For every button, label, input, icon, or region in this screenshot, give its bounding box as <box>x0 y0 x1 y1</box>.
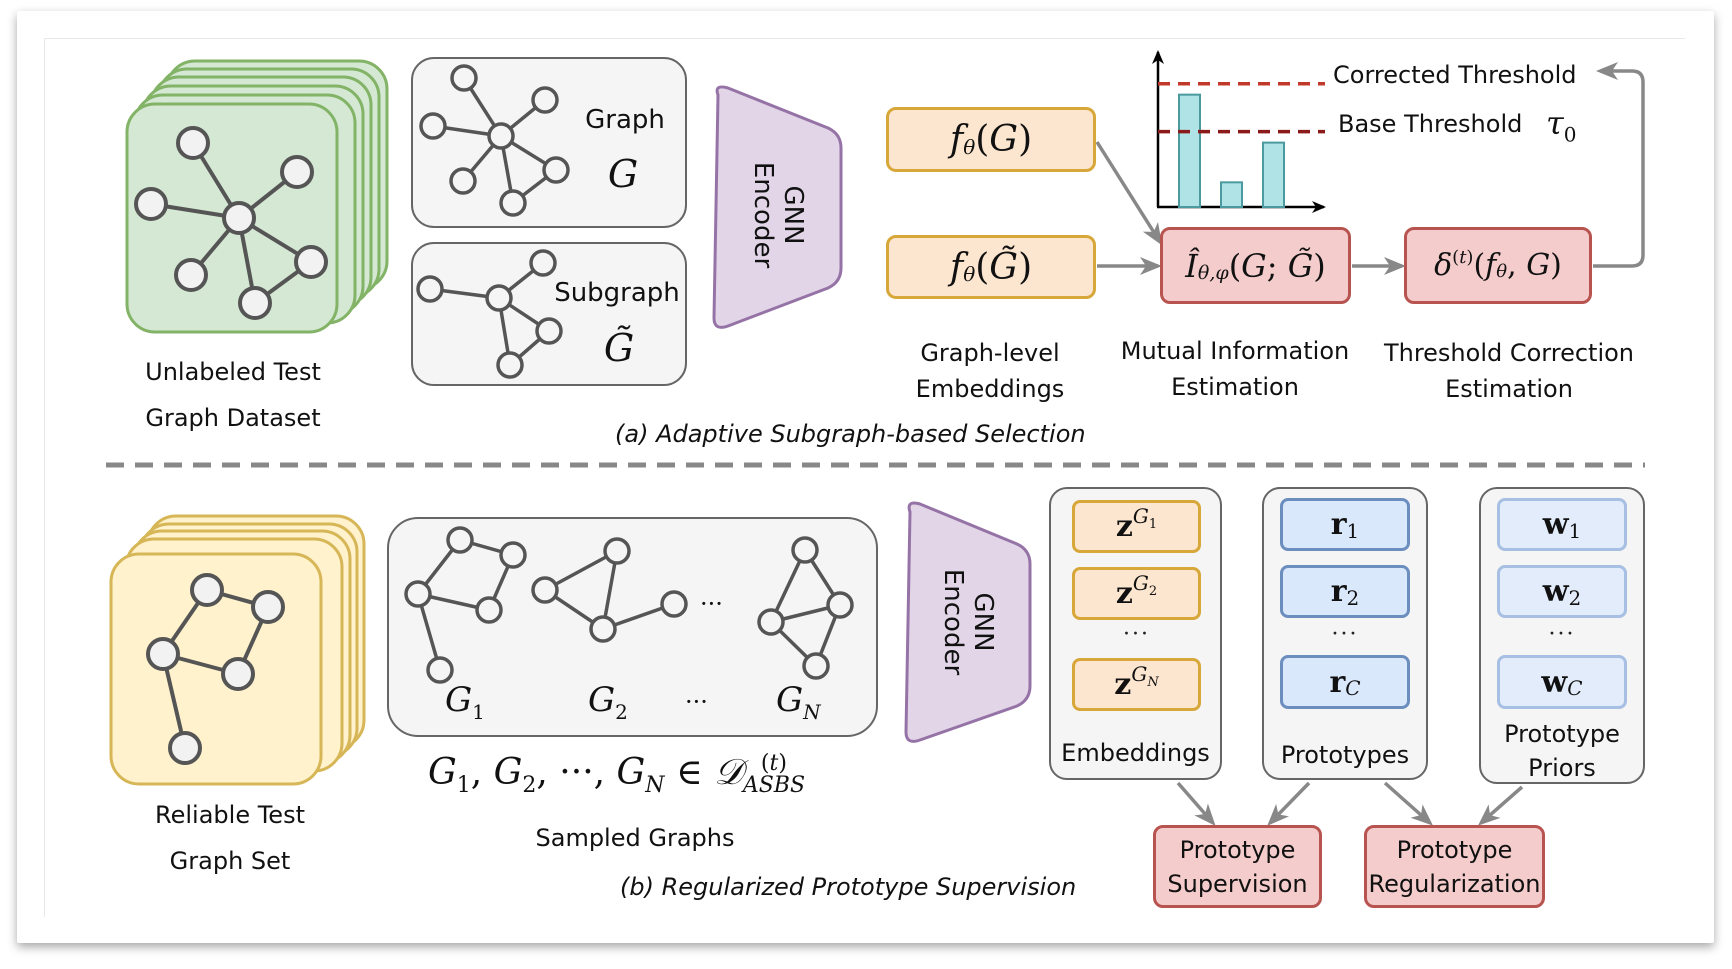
reliable-dataset-label: Reliable Test Graph Set <box>110 797 350 879</box>
label-line: Embeddings <box>915 375 1065 403</box>
label-line: Estimation <box>1171 373 1299 401</box>
reliable-graph-icon <box>146 573 285 765</box>
prototype-regularization-box: Prototype Regularization <box>1364 825 1545 908</box>
sampled-ellipsis: ··· <box>685 688 708 716</box>
label-line: Graph Dataset <box>145 404 321 432</box>
label-line: Reliable Test <box>155 801 305 829</box>
sampled-graph-1-label: G1 <box>445 680 485 724</box>
arrow-feedback <box>1593 62 1645 268</box>
graph-box <box>411 57 687 228</box>
gnn-encoder-b <box>904 501 1032 743</box>
sampled-graph-2-label: G2 <box>588 680 628 724</box>
label-line: Graph Set <box>169 847 291 875</box>
label-line: Unlabeled Test <box>145 358 321 386</box>
arrow-priors-to-reg <box>1477 785 1524 826</box>
arrow-fg-to-mi <box>1095 141 1163 246</box>
chart-bar-1 <box>1178 93 1201 208</box>
subgraph-symbol: G̃ <box>603 326 635 370</box>
figure-frame <box>44 38 1685 917</box>
gnn-encoder-a-label: GNN Encoder <box>748 125 808 305</box>
gnn-encoder-b-label: GNN Encoder <box>938 532 998 712</box>
graph-level-embeddings-label: Graph-level Embeddings <box>890 335 1090 407</box>
gnn-encoder-a <box>712 85 843 329</box>
encoder-line: Encoder <box>938 568 968 676</box>
base-threshold-label: Base Threshold <box>1338 110 1523 138</box>
label-line: Mutual Information <box>1120 337 1350 365</box>
prior-ellipsis: ··· <box>1548 622 1576 647</box>
label-line: Estimation <box>1445 375 1573 403</box>
arrow-emb-to-sup <box>1176 781 1216 827</box>
sampled-graph-2-icon <box>531 537 688 643</box>
base-threshold-symbol: τ0 <box>1546 104 1577 147</box>
subgraph-icon <box>416 249 563 379</box>
label-line: Regularization <box>1368 869 1541 898</box>
chart-bar-3 <box>1262 141 1285 208</box>
threshold-correction-label: Threshold Correction Estimation <box>1370 335 1648 407</box>
threshold-bar-chart <box>1152 50 1326 213</box>
sampled-graph-1-icon <box>404 526 527 684</box>
graph-symbol: G <box>607 152 639 196</box>
prototypes-label: Prototypes <box>1280 741 1410 769</box>
sampled-graph-n-label: GN <box>776 680 821 724</box>
embeddings-label: Embeddings <box>1061 739 1210 767</box>
sampled-graph-n-icon <box>757 536 854 680</box>
caption-a: (a) Adaptive Subgraph-based Selection <box>615 420 1086 448</box>
sampled-dots-inline: ··· <box>700 590 723 618</box>
prototype-ellipsis: ··· <box>1331 622 1359 647</box>
subgraph-title: Subgraph <box>554 278 680 308</box>
sampled-graphs-box <box>387 517 878 737</box>
label-line: Prototype <box>1504 720 1620 748</box>
subgraph-box <box>411 242 687 386</box>
priors-label: Prototype Priors <box>1479 717 1645 785</box>
embedding-ellipsis: ··· <box>1123 622 1150 647</box>
label-line: Supervision <box>1167 869 1308 898</box>
caption-b: (b) Regularized Prototype Supervision <box>620 873 1077 901</box>
label-line: Prototype <box>1396 835 1513 864</box>
label-line: Graph-level <box>920 339 1060 367</box>
arrow-proto-to-sup <box>1267 781 1311 826</box>
encoder-line: GNN <box>778 185 808 245</box>
graph-title: Graph <box>585 105 665 135</box>
arrow-proto-to-reg <box>1383 781 1433 826</box>
label-line: Prototype <box>1179 835 1296 864</box>
chart-bar-2 <box>1220 181 1243 208</box>
corrected-threshold-label: Corrected Threshold <box>1333 61 1577 89</box>
prototype-supervision-box: Prototype Supervision <box>1153 825 1322 908</box>
graph-icon <box>419 64 570 217</box>
mi-estimation-label: Mutual Information Estimation <box>1115 333 1355 405</box>
encoder-line: GNN <box>968 592 998 652</box>
label-line: Threshold Correction <box>1383 339 1635 367</box>
dataset-graph-icon <box>134 126 328 320</box>
sampled-formula: G1, G2, ···, GN ∈ 𝒟(t)ASBS <box>428 751 806 799</box>
label-line: Priors <box>1528 754 1596 782</box>
unlabeled-dataset-label: Unlabeled Test Graph Dataset <box>120 354 346 436</box>
encoder-line: Encoder <box>748 161 778 269</box>
sampled-graphs-label: Sampled Graphs <box>535 824 735 852</box>
